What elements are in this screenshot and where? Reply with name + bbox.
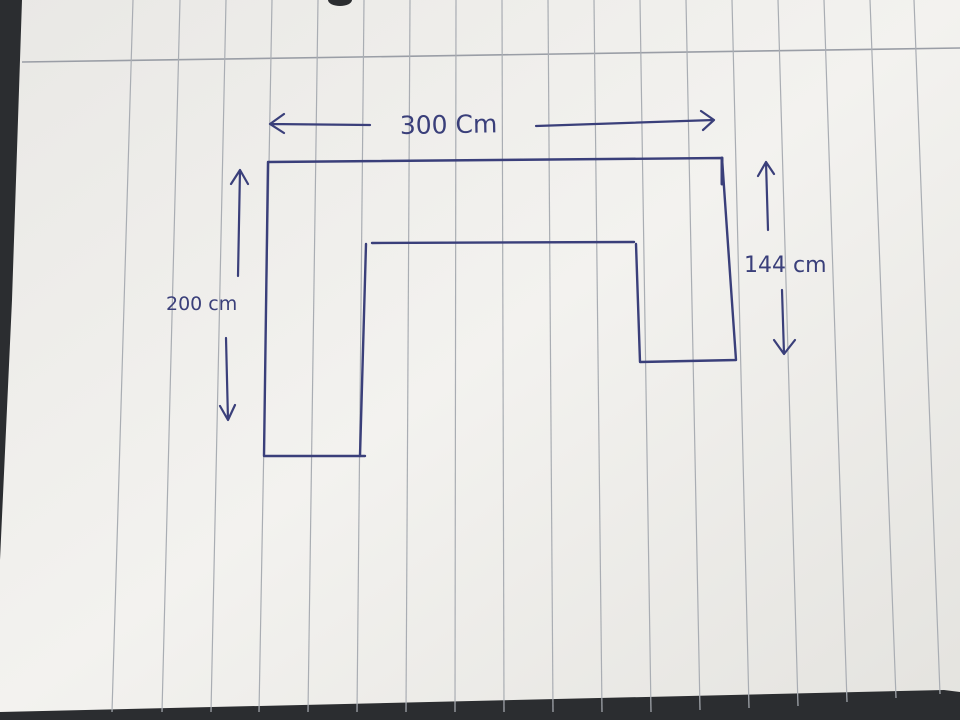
inner-back-line — [370, 240, 636, 245]
right-depth-label: 144 cm — [744, 253, 827, 278]
right-depth-dimension — [756, 160, 797, 356]
left-depth-label: 200 cm — [166, 293, 237, 315]
sofa-outline — [262, 156, 738, 458]
width-arrow-right — [534, 109, 716, 132]
left-depth-arrow-down — [218, 336, 237, 422]
ruled-lines — [111, 0, 941, 713]
inner-left-line — [358, 242, 368, 458]
left-depth-dimension — [218, 168, 250, 422]
width-dimension — [268, 109, 716, 135]
right-depth-arrow-down — [772, 288, 797, 356]
punch-hole — [328, 0, 352, 6]
width-arrow-left — [268, 112, 372, 135]
right-depth-arrow-up — [756, 160, 776, 232]
width-label: 300 Cm — [400, 109, 498, 140]
left-depth-arrow-up — [229, 168, 250, 278]
